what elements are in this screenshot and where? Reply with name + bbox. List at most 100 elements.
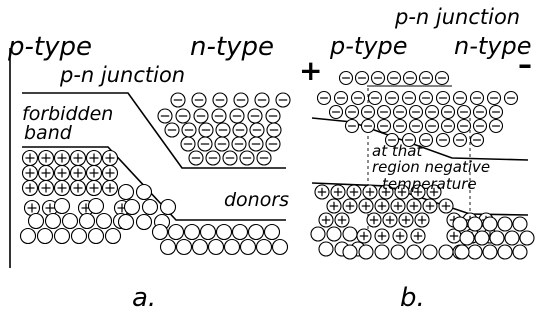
electron (350, 90, 366, 106)
hole (366, 212, 382, 228)
electron (214, 136, 230, 152)
electron (191, 92, 207, 108)
hole (410, 228, 426, 244)
p-type-label: p-type (7, 32, 92, 62)
electron (275, 92, 291, 108)
electron (239, 150, 255, 166)
valence-site (199, 223, 217, 241)
electron (392, 104, 408, 120)
electron (205, 150, 221, 166)
electron (338, 70, 354, 86)
hole (37, 164, 55, 182)
valence-site (207, 238, 225, 256)
electron (384, 90, 400, 106)
electron (354, 70, 370, 86)
valence-site (78, 212, 96, 230)
valence-site (482, 216, 498, 232)
electron (472, 104, 488, 120)
electron (435, 90, 451, 106)
hole (382, 212, 398, 228)
electron (231, 136, 247, 152)
caption-b: b. (400, 283, 425, 313)
electron (486, 90, 502, 106)
hole (410, 184, 426, 200)
valence-site (497, 216, 513, 232)
junction-label-b: p-n junction (394, 5, 520, 29)
hole (53, 179, 71, 197)
valence-site (390, 244, 406, 260)
electron (401, 90, 417, 106)
donors-label: donors (224, 189, 289, 211)
valence-site (183, 223, 201, 241)
electron (452, 132, 468, 148)
hole (356, 228, 372, 244)
hole (414, 212, 430, 228)
electron (193, 108, 209, 124)
electron (424, 118, 440, 134)
hole (346, 184, 362, 200)
electron (376, 118, 392, 134)
valence-site (53, 197, 71, 215)
hole (406, 198, 422, 214)
valence-site (117, 213, 135, 231)
hole (426, 184, 442, 200)
plus-terminal: + (299, 54, 322, 87)
valence-site (175, 238, 193, 256)
hole (330, 184, 346, 200)
p-side-holes (21, 149, 131, 217)
hole (53, 164, 71, 182)
hole (53, 149, 71, 167)
valence-site (117, 183, 135, 201)
hole (334, 212, 350, 228)
valence-site (255, 238, 273, 256)
valence-site (459, 230, 475, 246)
valence-site (519, 230, 535, 246)
electron (418, 70, 434, 86)
hole (394, 184, 410, 200)
valence-site (452, 216, 468, 232)
hole (318, 212, 334, 228)
electron (188, 150, 204, 166)
valence-site (318, 241, 334, 257)
electron (401, 132, 417, 148)
electron (247, 108, 263, 124)
valence-site (61, 212, 79, 230)
valence-site (141, 198, 159, 216)
hole (358, 198, 374, 214)
hole (21, 164, 39, 182)
electron (211, 108, 227, 124)
valence-site (53, 227, 71, 245)
electron (181, 122, 197, 138)
p-type-label-b: p-type (329, 32, 408, 60)
valence-band-circles-b (310, 216, 535, 260)
valence-site (310, 226, 326, 242)
electron (452, 90, 468, 106)
electron (249, 122, 265, 138)
hole (398, 212, 414, 228)
panel-b: p-n junction p-type n-type + – at that r… (299, 5, 535, 313)
hole (37, 179, 55, 197)
valence-site (36, 227, 54, 245)
valence-site (422, 244, 438, 260)
electron (402, 70, 418, 86)
hole (342, 198, 358, 214)
electron (392, 118, 408, 134)
electron (157, 108, 173, 124)
electron (435, 132, 451, 148)
region-label-2: region negative (372, 158, 490, 176)
valence-site (467, 244, 483, 260)
valence-site (215, 223, 233, 241)
valence-site (223, 238, 241, 256)
valence-band-edge (22, 146, 286, 221)
electron (408, 118, 424, 134)
hole (85, 179, 103, 197)
electron (233, 92, 249, 108)
valence-site (87, 197, 105, 215)
electron (180, 136, 196, 152)
electron (418, 132, 434, 148)
electron (215, 122, 231, 138)
electron (175, 108, 191, 124)
valence-site (159, 238, 177, 256)
n-type-label: n-type (190, 32, 274, 62)
valence-site (167, 223, 185, 241)
